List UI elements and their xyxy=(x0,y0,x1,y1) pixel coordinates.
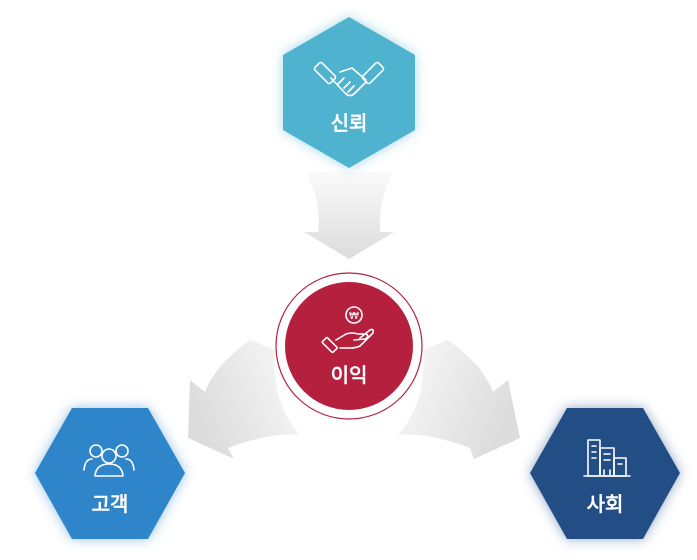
node-profit-label: 이익 xyxy=(331,363,368,387)
node-profit: ₩ 이익 xyxy=(275,272,423,420)
users-icon xyxy=(83,444,135,477)
hand-coin-icon xyxy=(321,306,374,354)
node-trust-label: 신뢰 xyxy=(331,111,368,135)
building-icon xyxy=(583,439,631,477)
arrow-down xyxy=(304,172,394,259)
handshake-icon xyxy=(313,61,385,97)
arrow-down-left xyxy=(188,340,300,459)
node-society-label: 사회 xyxy=(587,492,624,516)
node-customer-label: 고객 xyxy=(92,492,129,516)
node-trust: 신뢰 xyxy=(283,17,415,168)
coin-symbol: ₩ xyxy=(349,311,359,322)
node-society: 사회 xyxy=(530,408,680,539)
node-customer: 고객 xyxy=(35,408,185,539)
arrow-down-right xyxy=(398,340,520,459)
